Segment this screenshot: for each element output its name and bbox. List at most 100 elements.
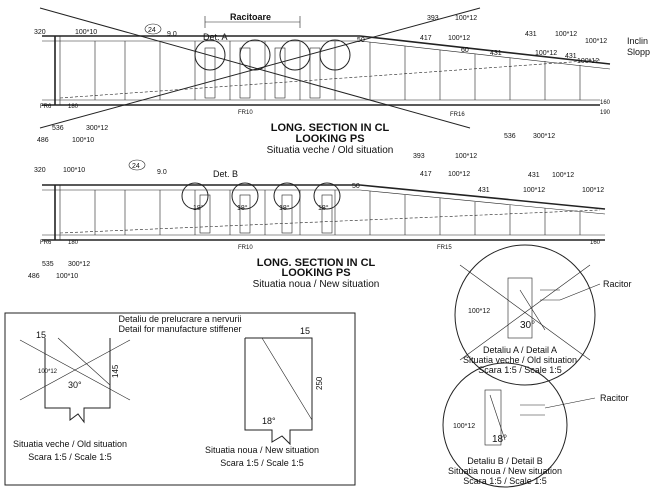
svg-text:100*10: 100*10 xyxy=(56,273,78,280)
svg-text:536: 536 xyxy=(504,133,516,140)
svg-text:431: 431 xyxy=(528,172,540,179)
stiffener-frame xyxy=(4,312,356,486)
svg-text:100*12: 100*12 xyxy=(455,15,477,22)
top-section: Racitoare Det. A 320 100*10 24 9.0 393 1… xyxy=(34,7,650,156)
svg-text:145: 145 xyxy=(111,364,120,378)
racitor-callout-b: Racitor xyxy=(600,393,629,403)
svg-text:FR6: FR6 xyxy=(40,104,52,110)
svg-text:180: 180 xyxy=(68,240,79,246)
racitor-callout-a: Racitor xyxy=(603,279,632,289)
svg-text:100*12: 100*12 xyxy=(448,171,470,178)
svg-text:30°: 30° xyxy=(520,320,535,331)
top-plate-slope xyxy=(359,35,611,65)
svg-text:180: 180 xyxy=(68,104,79,110)
racitoare-label: Racitoare xyxy=(230,12,271,22)
svg-text:100*12: 100*12 xyxy=(38,369,58,375)
svg-text:100*12: 100*12 xyxy=(577,58,599,65)
svg-text:FR10: FR10 xyxy=(238,110,253,116)
svg-text:FR6: FR6 xyxy=(40,240,52,246)
svg-text:Situatia noua / New situation: Situatia noua / New situation xyxy=(448,466,562,476)
stiffener-title-ro: Detaliu de prelucrare a nervurii xyxy=(118,314,241,324)
svg-text:100*12: 100*12 xyxy=(535,50,557,57)
inclin-label: Inclin xyxy=(627,36,648,46)
svg-text:393: 393 xyxy=(427,15,439,22)
svg-text:50: 50 xyxy=(352,183,360,190)
svg-text:431: 431 xyxy=(490,50,502,57)
svg-text:300*12: 300*12 xyxy=(86,125,108,132)
detail-circle xyxy=(239,39,271,71)
top-subtitle: Situatia veche / Old situation xyxy=(267,145,394,156)
detail-circle xyxy=(279,39,311,71)
svg-text:Scara 1:5 / Scale 1:5: Scara 1:5 / Scale 1:5 xyxy=(478,365,562,375)
svg-text:18°: 18° xyxy=(318,204,329,212)
middle-title-2: LOOKING PS xyxy=(281,267,350,279)
svg-text:60: 60 xyxy=(461,47,469,54)
detail-b-circle xyxy=(442,362,568,488)
svg-text:24: 24 xyxy=(132,163,140,170)
svg-text:190: 190 xyxy=(600,110,611,116)
svg-text:FR15: FR15 xyxy=(437,245,452,251)
svg-text:Detaliu B / Detail B: Detaliu B / Detail B xyxy=(467,456,543,466)
svg-text:Situatia veche / Old situation: Situatia veche / Old situation xyxy=(13,439,127,449)
svg-text:320: 320 xyxy=(34,29,46,36)
stiffener-title-en: Detail for manufacture stiffener xyxy=(119,324,242,334)
svg-text:100*12: 100*12 xyxy=(523,187,545,194)
svg-text:486: 486 xyxy=(37,137,49,144)
svg-text:417: 417 xyxy=(420,35,432,42)
svg-text:FR16: FR16 xyxy=(450,112,465,118)
svg-text:300*12: 300*12 xyxy=(533,133,555,140)
svg-text:15: 15 xyxy=(300,326,310,336)
svg-text:250: 250 xyxy=(315,376,324,390)
detail-a-circle xyxy=(454,244,596,386)
svg-text:15: 15 xyxy=(36,330,46,340)
svg-text:9.0: 9.0 xyxy=(167,31,177,38)
svg-text:Situatia noua / New situation: Situatia noua / New situation xyxy=(205,445,319,455)
svg-text:FR10: FR10 xyxy=(238,245,253,251)
svg-text:Scara 1:5 / Scale 1:5: Scara 1:5 / Scale 1:5 xyxy=(28,452,112,462)
svg-text:18°: 18° xyxy=(492,434,507,445)
middle-title: LONG. SECTION IN CL xyxy=(257,257,376,269)
svg-text:18°: 18° xyxy=(237,204,248,212)
svg-text:9.0: 9.0 xyxy=(157,169,167,176)
svg-text:160: 160 xyxy=(600,100,611,106)
svg-text:24: 24 xyxy=(148,27,156,34)
svg-text:100*12: 100*12 xyxy=(455,153,477,160)
svg-text:431: 431 xyxy=(478,187,490,194)
detail-circle xyxy=(194,39,226,71)
detail-circle xyxy=(319,39,351,71)
svg-text:Situatia veche / Old situation: Situatia veche / Old situation xyxy=(463,355,577,365)
svg-text:50: 50 xyxy=(357,37,365,44)
svg-text:Scara 1:5 / Scale 1:5: Scara 1:5 / Scale 1:5 xyxy=(463,476,547,486)
svg-text:160: 160 xyxy=(590,240,601,246)
svg-text:431: 431 xyxy=(565,53,577,60)
middle-subtitle: Situatia noua / New situation xyxy=(253,279,380,290)
detail-a: 100*12 30° Racitor Detaliu A / Detail A … xyxy=(454,244,632,386)
svg-text:486: 486 xyxy=(28,273,40,280)
det-b-label: Det. B xyxy=(213,169,238,179)
svg-text:100*10: 100*10 xyxy=(63,167,85,174)
svg-text:100*12: 100*12 xyxy=(582,187,604,194)
svg-text:Scara 1:5 / Scale 1:5: Scara 1:5 / Scale 1:5 xyxy=(220,458,304,468)
svg-text:100*12: 100*12 xyxy=(585,38,607,45)
cross-out-line xyxy=(39,7,481,129)
detail-b: 100*12 18° Racitor Detaliu B / Detail B … xyxy=(442,362,629,488)
svg-text:30°: 30° xyxy=(68,380,82,390)
svg-text:100*10: 100*10 xyxy=(72,137,94,144)
svg-text:100*12: 100*12 xyxy=(552,172,574,179)
svg-text:536: 536 xyxy=(52,125,64,132)
svg-text:18°: 18° xyxy=(262,416,276,426)
svg-text:535: 535 xyxy=(42,261,54,268)
svg-text:18°: 18° xyxy=(279,204,290,212)
det-a-label: Det. A xyxy=(203,32,228,42)
svg-text:18°: 18° xyxy=(193,204,204,212)
svg-text:417: 417 xyxy=(420,171,432,178)
svg-text:100*12: 100*12 xyxy=(468,308,490,315)
cross-out-line xyxy=(39,7,471,129)
svg-text:393: 393 xyxy=(413,153,425,160)
svg-text:Detaliu A / Detail A: Detaliu A / Detail A xyxy=(483,345,557,355)
middle-section: 18° 18° 18° 18° Det. B 320 100*10 24 9.0… xyxy=(28,153,606,290)
top-title-2: LOOKING PS xyxy=(295,133,364,145)
stiffener-detail: Detaliu de prelucrare a nervurii Detail … xyxy=(4,312,356,486)
svg-text:100*12: 100*12 xyxy=(555,31,577,38)
svg-text:100*12: 100*12 xyxy=(453,423,475,430)
